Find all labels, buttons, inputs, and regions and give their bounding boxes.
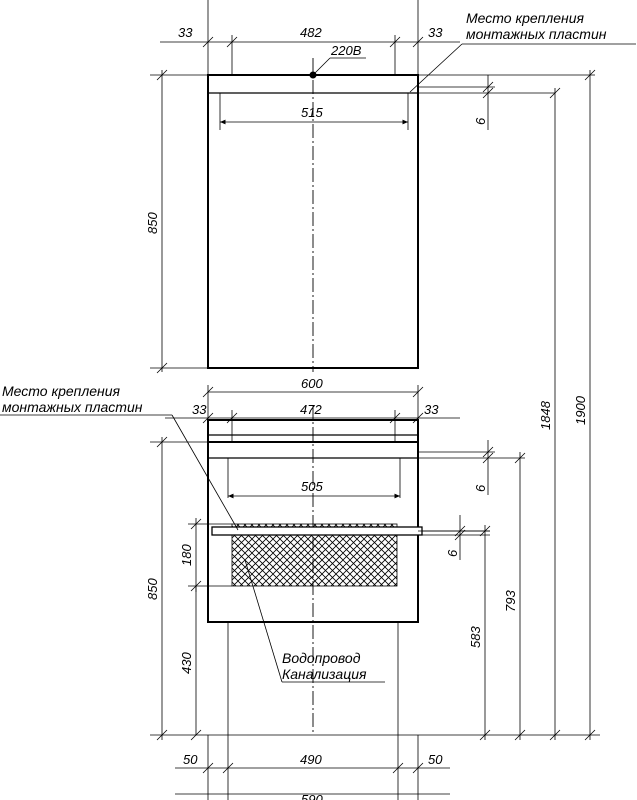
mirror-top-dimension: 33 482 33 [160,0,460,75]
mirror-unit: 33 482 33 220В 515 6 [145,0,636,374]
pipe-height-dimension: 583 [418,525,491,741]
bottom-height-dimension: 430 [179,586,202,741]
cabinet-inner-width: 472 [300,402,322,417]
base-right-offset: 50 [428,752,443,767]
bottom-height-value: 430 [179,652,194,674]
cutout-height-value: 180 [179,544,194,566]
overall-height-a: 1848 [538,400,553,430]
cabinet-mount-width: 505 [301,479,323,494]
mirror-gap-value: 6 [473,117,488,125]
cabinet-left-offset: 33 [192,402,207,417]
cabinet-total-width-dimension: 600 [202,376,424,420]
mirror-right-offset: 33 [428,25,443,40]
cutout-height-dimension: 180 [179,518,232,592]
cabinet-gap-value: 6 [473,484,488,492]
mirror-height-dimension: 850 [145,69,208,374]
mirror-inner-width: 482 [300,25,322,40]
mirror-height-value: 850 [145,212,160,234]
mirror-mount-dimension: 515 [219,93,409,130]
mirror-left-offset: 33 [178,25,193,40]
top-height-value: 793 [503,590,518,612]
cabinet-mounting-note: Место крепления монтажных пластин [0,383,239,531]
mirror-gap-dimension: 6 [418,75,555,130]
mirror-mounting-note: Место крепления монтажных пластин [409,10,636,93]
base-total-width: 590 [301,792,323,800]
base-dimension: 50 490 50 590 [175,622,450,800]
bracket-gap-value: 6 [445,549,460,557]
pipes-note-line-2: Канализация [282,666,367,682]
cabinet-height-dimension: 850 [145,436,208,741]
cabinet-unit: 600 33 472 33 505 [0,376,600,800]
cabinet-gap-dimension: 6 [418,440,525,495]
power-label: 220В [330,43,362,58]
cabinet-right-offset: 33 [424,402,439,417]
cabinet-note-line-1: Место крепления [2,383,121,399]
base-inner-width: 490 [300,752,322,767]
power-outlet: 220В [309,43,366,79]
cabinet-note-line-2: монтажных пластин [2,399,143,415]
overall-height-b: 1900 [573,395,588,425]
pipe-height-value: 583 [468,626,483,648]
mirror-mount-width: 515 [301,105,323,120]
mirror-note-line-2: монтажных пластин [466,26,607,42]
pipes-note: Водопровод Канализация [244,559,385,683]
mirror-note-line-1: Место крепления [466,10,585,26]
overall-height-dimensions: 1848 1900 [418,69,596,741]
top-height-dimension: 793 [503,452,526,741]
cabinet-top-dimension: 33 472 33 [165,402,460,442]
cabinet-mount-dimension: 505 [227,458,401,499]
cabinet-height-value: 850 [145,578,160,600]
base-left-offset: 50 [183,752,198,767]
pipes-note-line-1: Водопровод [282,650,361,666]
cabinet-total-width: 600 [301,376,323,391]
